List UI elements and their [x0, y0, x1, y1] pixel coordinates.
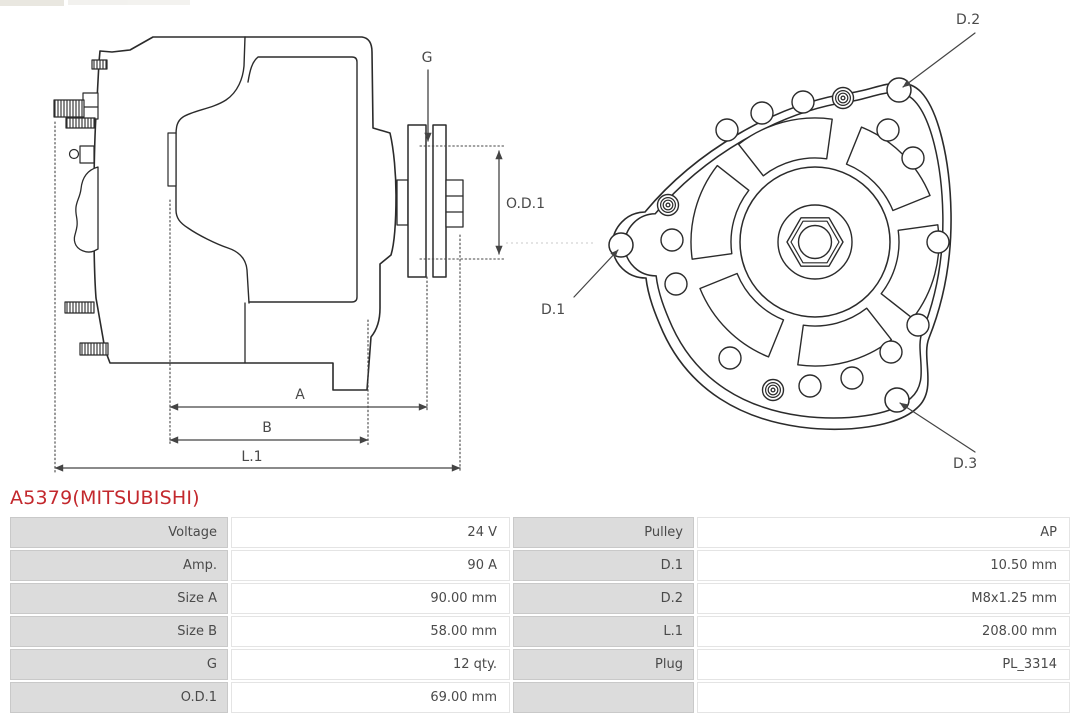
spec-label: D.2 — [513, 583, 694, 614]
spec-value: M8x1.25 mm — [697, 583, 1070, 614]
spec-label: D.1 — [513, 550, 694, 581]
spec-value: PL_3314 — [697, 649, 1070, 680]
dim-label-l1: L.1 — [241, 449, 262, 465]
spec-label: L.1 — [513, 616, 694, 647]
label-d2: D.2 — [956, 12, 980, 28]
dim-label-b: B — [262, 420, 272, 436]
spec-value: AP — [697, 517, 1070, 548]
d1-leader-arrow — [573, 249, 619, 298]
spec-value: 208.00 mm — [697, 616, 1070, 647]
spec-label: Amp. — [10, 550, 228, 581]
spec-label: Voltage — [10, 517, 228, 548]
cropped-watermark — [0, 0, 190, 6]
spec-table: Voltage 24 V Pulley AP Amp. 90 A D.1 10.… — [10, 517, 1070, 713]
spec-value: 58.00 mm — [231, 616, 510, 647]
spec-label: Size A — [10, 583, 228, 614]
spec-value: 69.00 mm — [231, 682, 510, 713]
stator-stack-edge — [167, 132, 177, 187]
spec-value-empty — [697, 682, 1070, 713]
d3-leader-arrow — [899, 402, 976, 453]
dim-label-a: A — [295, 387, 305, 403]
side-view: G O.D.1 A B L.1 — [53, 36, 545, 473]
mounting-hole-d2 — [886, 77, 912, 103]
mounting-hole-d3 — [884, 387, 910, 413]
d2-leader-arrow — [902, 32, 976, 88]
label-d3: D.3 — [953, 456, 977, 472]
alternator-drawings: G O.D.1 A B L.1 — [0, 0, 980, 473]
mounting-hole-d1 — [608, 232, 634, 258]
spec-label: Pulley — [513, 517, 694, 548]
part-number-title: A5379(MITSUBISHI) — [10, 487, 200, 509]
vent-holes — [660, 90, 950, 398]
spec-label: O.D.1 — [10, 682, 228, 713]
pulley — [396, 124, 464, 278]
center-hub — [739, 166, 891, 318]
dim-label-od1: O.D.1 — [506, 196, 545, 212]
rear-bolts — [53, 59, 109, 356]
spec-label-empty — [513, 682, 694, 713]
dim-label-g: G — [422, 50, 433, 66]
spec-label: Size B — [10, 616, 228, 647]
label-d1: D.1 — [541, 302, 565, 318]
leader-lines — [573, 32, 976, 453]
dimension-lines — [54, 69, 505, 473]
spec-label: Plug — [513, 649, 694, 680]
spec-value: 10.50 mm — [697, 550, 1070, 581]
spec-value: 24 V — [231, 517, 510, 548]
spec-value: 12 qty. — [231, 649, 510, 680]
inner-cavity-box — [247, 56, 358, 303]
front-view: D.2 D.3 D.1 — [541, 12, 980, 472]
vent-slots — [690, 117, 940, 367]
spec-value: 90.00 mm — [231, 583, 510, 614]
spec-value: 90 A — [231, 550, 510, 581]
spec-label: G — [10, 649, 228, 680]
